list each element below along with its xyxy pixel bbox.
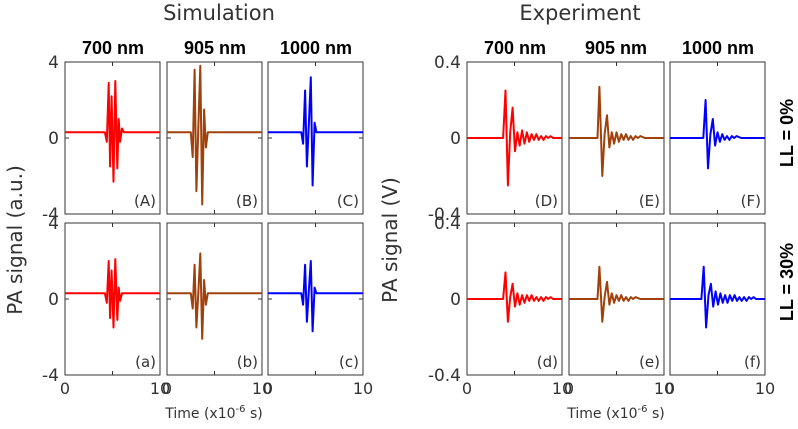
exp-wavelength-1000: 1000 nm (682, 38, 754, 58)
row-label-ll-0: LL = 0% (777, 99, 797, 167)
simulation-panel-3-frame (267, 61, 364, 215)
sim-wavelength-905: 905 nm (184, 38, 246, 58)
simulation-panel-1-ytick-label: 4 (48, 53, 59, 73)
experiment-panel-7-ytick-label: -0.4 (428, 205, 461, 225)
simulation-panel-6-xtick-label: 0 (263, 379, 273, 398)
experiment-panel-8-signal-line (569, 85, 664, 177)
experiment-panel-9-label: (F) (741, 192, 761, 210)
simulation-panel-5-frame (166, 222, 263, 376)
simulation-panel-6-xtick-label: 10 (353, 379, 373, 398)
simulation-panel-4-ytick-label: 0 (48, 290, 59, 310)
exp-y-axis-label: PA signal (V) (378, 177, 402, 303)
simulation-panel-4-label: (a) (135, 353, 156, 371)
sim-y-axis-label: PA signal (a.u.) (3, 165, 27, 315)
simulation-panel-5-xtick-label: 10 (252, 379, 272, 398)
experiment-panel-12-xtick-label: 10 (755, 379, 775, 398)
experiment-panel-11-label: (e) (639, 353, 660, 371)
simulation-panel-4-ytick-label: -4 (42, 366, 59, 386)
experiment-panel-7-ytick-label: 0.4 (434, 53, 461, 73)
simulation-panel-3-signal-line (268, 76, 363, 187)
simulation-panel-4-ytick-label: 4 (48, 214, 59, 234)
row-label-ll-30: LL = 30% (777, 243, 797, 321)
simulation-panel-4-signal-line (65, 258, 160, 329)
experiment-panel-12-label: (f) (744, 353, 761, 371)
simulation-panel-6-label: (c) (339, 353, 359, 371)
experiment-panel-10-label: (d) (537, 353, 558, 371)
experiment-panel-7-ytick-label: 0 (450, 129, 461, 149)
sim-wavelength-1000: 1000 nm (280, 38, 352, 58)
simulation-panel-2-label: (B) (236, 192, 258, 210)
sim-x-axis-label: Time (x10-6 s) (164, 404, 262, 422)
simulation-panel-5-signal-line (167, 252, 262, 340)
simulation-panel-5-label: (b) (237, 353, 258, 371)
simulation-panel-5-xtick-label: 0 (162, 379, 172, 398)
experiment-panel-11-signal-line (569, 265, 664, 323)
simulation-panel-1-signal-line (65, 80, 160, 183)
simulation-panel-3-label: (C) (337, 192, 359, 210)
simulation-panel-4-xtick-label: 0 (60, 379, 70, 398)
exp-x-axis-label: Time (x10-6 s) (566, 404, 664, 422)
experiment-panel-10-xtick-label: 10 (552, 379, 572, 398)
simulation-panel-1-ytick-label: -4 (42, 205, 59, 225)
sim-wavelength-700: 700 nm (82, 38, 144, 58)
simulation-panel-2-signal-line (167, 64, 262, 206)
simulation-title: Simulation (163, 1, 275, 25)
experiment-panel-11-xtick-label: 0 (564, 379, 574, 398)
simulation-panel-1-label: (A) (134, 192, 156, 210)
simulation-panel-1-ytick-label: 0 (48, 129, 59, 149)
simulation-panel-4-xtick-label: 10 (150, 379, 170, 398)
experiment-panel-8-label: (E) (639, 192, 660, 210)
simulation-panel-6-signal-line (268, 260, 363, 333)
experiment-title: Experiment (519, 1, 640, 25)
experiment-panel-10-ytick-label: -0.4 (428, 366, 461, 386)
experiment-panel-10-xtick-label: 0 (462, 379, 472, 398)
exp-wavelength-905: 905 nm (585, 38, 647, 58)
experiment-panel-9-signal-line (670, 99, 765, 170)
experiment-panel-11-xtick-label: 10 (654, 379, 674, 398)
experiment-panel-10-ytick-label: 0.4 (434, 214, 461, 234)
experiment-panel-10-ytick-label: 0 (450, 290, 461, 310)
experiment-panel-12-xtick-label: 0 (665, 379, 675, 398)
experiment-panel-10-signal-line (467, 271, 562, 323)
experiment-panel-7-signal-line (467, 89, 562, 187)
exp-wavelength-700: 700 nm (484, 38, 546, 58)
experiment-panel-12-signal-line (670, 265, 765, 329)
experiment-panel-7-label: (D) (535, 192, 558, 210)
